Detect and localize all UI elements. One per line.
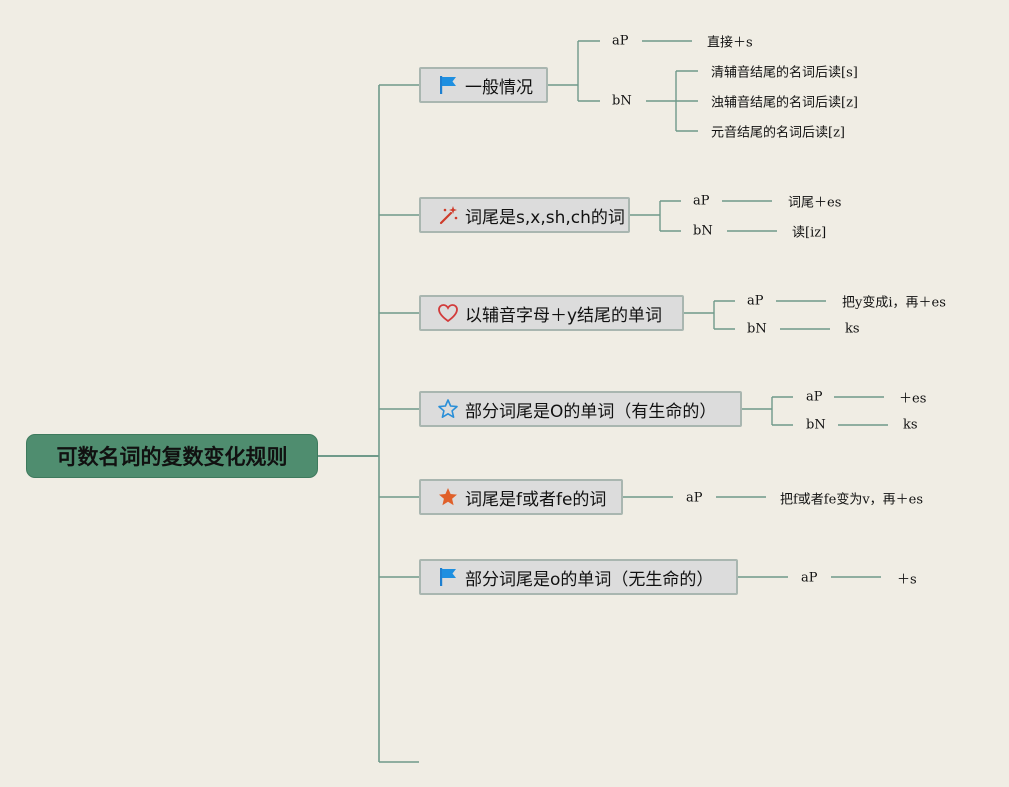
- topic-label: 部分词尾是o的单词（无生命的）: [465, 569, 714, 590]
- topic-f-or-fe[interactable]: 词尾是f或者fe的词: [419, 479, 623, 515]
- topic-label: 部分词尾是O的单词（有生命的）: [465, 401, 717, 422]
- subtopic-key[interactable]: bN: [693, 223, 713, 239]
- subtopic-key[interactable]: bN: [747, 321, 767, 337]
- subtopic-key[interactable]: bN: [612, 93, 632, 109]
- topic-o-living[interactable]: 部分词尾是O的单词（有生命的）: [419, 391, 742, 427]
- subtopic-value[interactable]: 把y变成i，再＋es: [842, 295, 946, 311]
- subtopic-leaf[interactable]: 元音结尾的名词后读[z]: [711, 125, 845, 141]
- topic-ending-s-x-sh-ch[interactable]: 词尾是s,x,sh,ch的词: [419, 197, 630, 233]
- blue-flag-icon: [437, 566, 459, 588]
- topic-o-nonliving[interactable]: 部分词尾是o的单词（无生命的）: [419, 559, 738, 595]
- subtopic-value[interactable]: 直接＋s: [707, 35, 753, 51]
- subtopic-key[interactable]: aP: [747, 293, 764, 309]
- topic-general-case[interactable]: 一般情况: [419, 67, 548, 103]
- root-topic[interactable]: 可数名词的复数变化规则: [26, 434, 318, 478]
- heart-outline-icon: [437, 302, 459, 324]
- orange-star-icon: [437, 486, 459, 508]
- topic-label: 一般情况: [465, 77, 533, 98]
- subtopic-key[interactable]: aP: [693, 193, 710, 209]
- subtopic-value[interactable]: ＋es: [899, 391, 927, 407]
- blue-flag-icon: [437, 74, 459, 96]
- subtopic-value[interactable]: ks: [845, 321, 860, 337]
- subtopic-key[interactable]: aP: [612, 33, 629, 49]
- star-outline-icon: [437, 398, 459, 420]
- subtopic-value[interactable]: 词尾＋es: [788, 195, 842, 211]
- subtopic-key[interactable]: aP: [806, 389, 823, 405]
- root-topic-label: 可数名词的复数变化规则: [56, 445, 288, 469]
- topic-label: 词尾是s,x,sh,ch的词: [465, 207, 625, 228]
- subtopic-leaf[interactable]: 清辅音结尾的名词后读[s]: [711, 65, 858, 81]
- subtopic-leaf[interactable]: 浊辅音结尾的名词后读[z]: [711, 95, 858, 111]
- subtopic-key[interactable]: aP: [801, 570, 818, 586]
- subtopic-value[interactable]: ＋s: [897, 572, 917, 588]
- topic-consonant-y[interactable]: 以辅音字母＋y结尾的单词: [419, 295, 684, 331]
- topic-label: 以辅音字母＋y结尾的单词: [465, 305, 663, 326]
- topic-label: 词尾是f或者fe的词: [465, 489, 607, 510]
- magic-wand-icon: [437, 204, 459, 226]
- subtopic-value[interactable]: ks: [903, 417, 918, 433]
- subtopic-value[interactable]: 读[iz]: [792, 225, 827, 241]
- subtopic-key[interactable]: bN: [806, 417, 826, 433]
- subtopic-key[interactable]: aP: [686, 490, 703, 506]
- subtopic-value[interactable]: 把f或者fe变为v，再＋es: [780, 492, 924, 508]
